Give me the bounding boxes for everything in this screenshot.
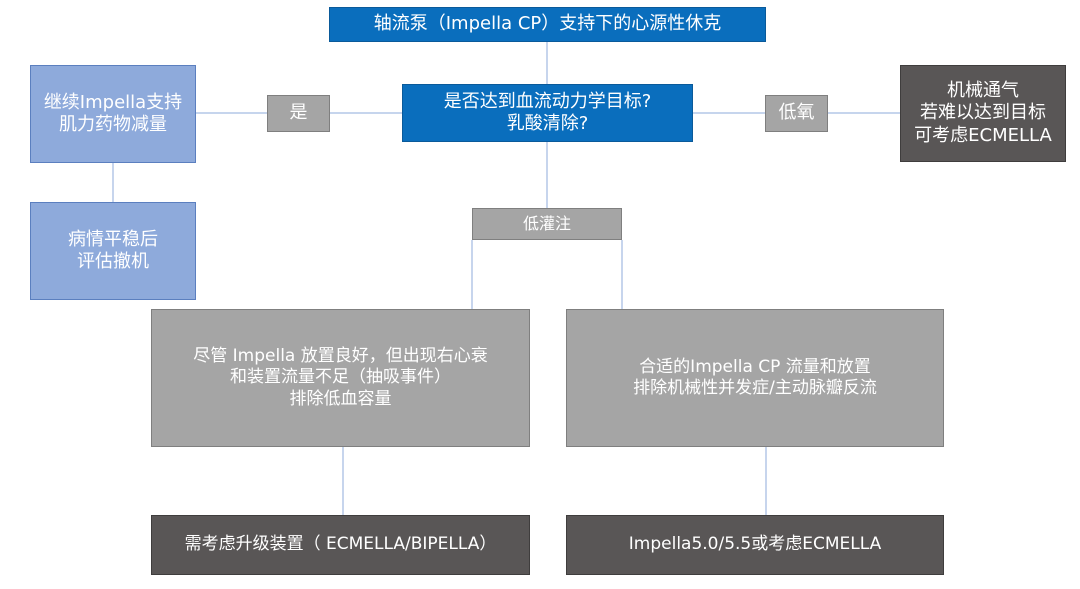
left-outcome-text: 需考虑升级装置（ ECMELLA/BIPELLA） bbox=[184, 534, 497, 555]
yes-action-box: 继续Impella支持 肌力药物减量 bbox=[30, 65, 196, 163]
yes-action-line1: 继续Impella支持 bbox=[43, 91, 183, 113]
right-branch-box: 合适的Impella CP 流量和放置 排除机械性并发症/主动脉瓣反流 bbox=[566, 309, 944, 447]
hypoxia-action-box: 机械通气 若难以达到目标 可考虑ECMELLA bbox=[900, 65, 1066, 162]
left-branch-line3: 排除低血容量 bbox=[289, 388, 392, 409]
edge-yes-text: 是 bbox=[289, 102, 308, 124]
question-box: 是否达到血流动力学目标? 乳酸清除? bbox=[402, 84, 693, 142]
edge-label-hypoxia: 低氧 bbox=[765, 95, 828, 132]
right-outcome-text: Impella5.0/5.5或考虑ECMELLA bbox=[628, 534, 882, 555]
edge-label-low-perfusion: 低灌注 bbox=[472, 208, 622, 240]
question-line2: 乳酸清除? bbox=[506, 113, 589, 134]
right-branch-line2: 排除机械性并发症/主动脉瓣反流 bbox=[633, 378, 877, 398]
yes-next-line1: 病情平稳后 bbox=[68, 228, 158, 250]
question-line1: 是否达到血流动力学目标? bbox=[443, 90, 652, 112]
title-text: 轴流泵（Impella CP）支持下的心源性休克 bbox=[373, 13, 722, 35]
yes-next-line2: 评估撤机 bbox=[77, 251, 149, 272]
left-outcome-box: 需考虑升级装置（ ECMELLA/BIPELLA） bbox=[151, 515, 530, 575]
right-branch-line1: 合适的Impella CP 流量和放置 bbox=[639, 356, 871, 377]
left-branch-line2: 和装置流量不足（抽吸事件） bbox=[230, 367, 451, 388]
right-outcome-box: Impella5.0/5.5或考虑ECMELLA bbox=[566, 515, 944, 575]
edge-hypoxia-text: 低氧 bbox=[778, 102, 815, 124]
hypoxia-action-line3: 可考虑ECMELLA bbox=[914, 124, 1052, 146]
yes-next-box: 病情平稳后 评估撤机 bbox=[30, 202, 196, 300]
title-box: 轴流泵（Impella CP）支持下的心源性休克 bbox=[329, 7, 766, 42]
edge-label-yes: 是 bbox=[267, 95, 330, 132]
yes-action-line2: 肌力药物减量 bbox=[59, 114, 167, 135]
hypoxia-action-line1: 机械通气 bbox=[947, 79, 1019, 101]
hypoxia-action-line2: 若难以达到目标 bbox=[920, 102, 1046, 124]
left-branch-box: 尽管 Impella 放置良好，但出现右心衰 和装置流量不足（抽吸事件） 排除低… bbox=[151, 309, 530, 447]
left-branch-line1: 尽管 Impella 放置良好，但出现右心衰 bbox=[193, 346, 488, 367]
edge-low-perfusion-text: 低灌注 bbox=[522, 214, 571, 233]
